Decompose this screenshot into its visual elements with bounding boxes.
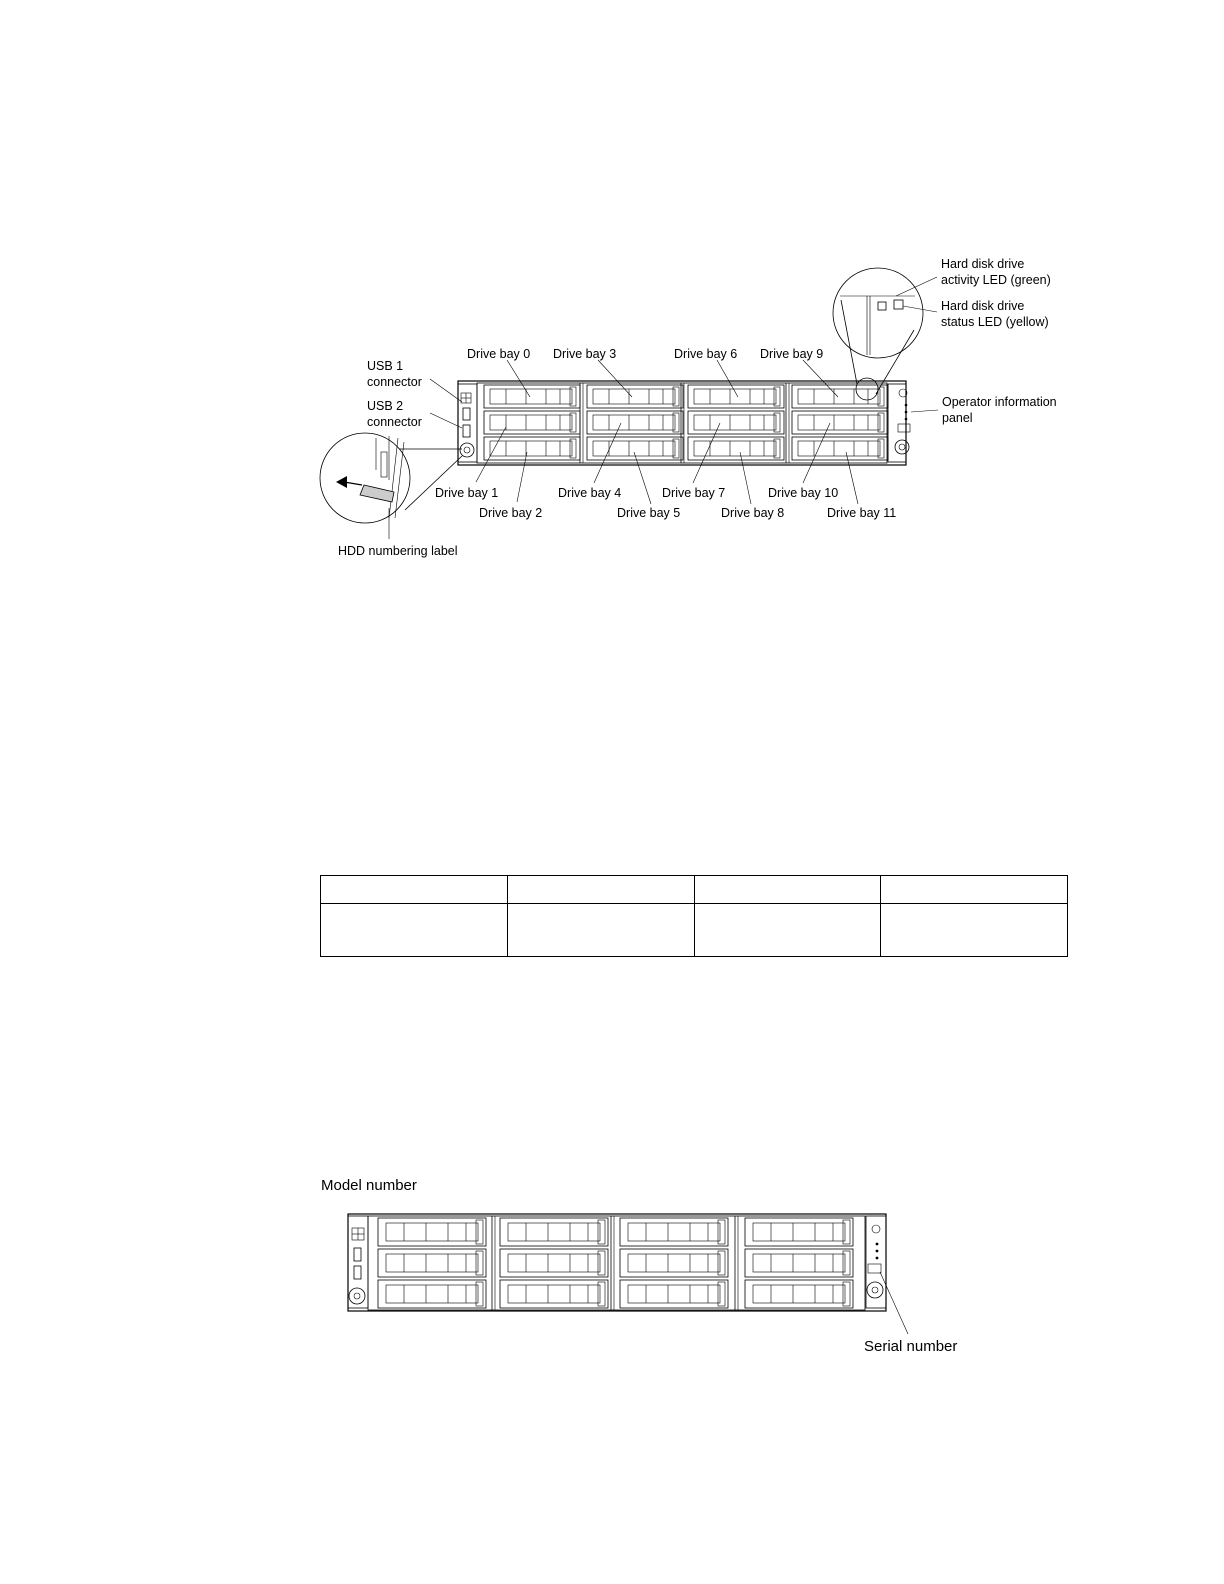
drive-bay-8 <box>687 436 785 461</box>
operator-panel-label-line2: panel <box>942 411 973 425</box>
drive-bay-10-label: Drive bay 10 <box>768 486 838 500</box>
hdd-numbering-label-shape <box>359 484 395 503</box>
hdd-activity-led <box>877 301 887 311</box>
usb-1-label-line2: connector <box>367 375 422 389</box>
pull-arrow-icon <box>336 476 347 488</box>
empty-table <box>320 875 1068 957</box>
drive-bay-11 <box>791 436 889 461</box>
right-rack-ear-2 <box>865 1215 887 1309</box>
hdd-numbering-label-text: HDD numbering label <box>338 544 458 558</box>
server-chassis-2 <box>347 1213 887 1312</box>
table-cell <box>880 903 1068 957</box>
usb-2-port <box>462 424 471 438</box>
drive-bay-3 <box>586 384 684 409</box>
table-cell <box>320 903 508 957</box>
hdd-status-led-label-line1: Hard disk drive <box>941 299 1024 313</box>
table-row <box>320 875 1068 904</box>
left-rack-ear-2 <box>347 1215 369 1309</box>
serial-number-tag <box>867 1263 882 1274</box>
operator-panel-label-line1: Operator information <box>942 395 1057 409</box>
hdd-activity-led-label-line1: Hard disk drive <box>941 257 1024 271</box>
led-zoom-source-circle <box>855 377 879 401</box>
left-rack-ear <box>457 383 478 463</box>
right-thumbscrew <box>894 439 910 455</box>
drive-bay-7 <box>687 410 785 435</box>
drive-bay-0 <box>483 384 581 409</box>
drive-bay-0-label: Drive bay 0 <box>467 347 530 361</box>
table-cell <box>693 875 882 904</box>
drive-bay-4 <box>586 410 684 435</box>
table-cell <box>320 875 508 904</box>
serial-number-label: Serial number <box>864 1338 957 1355</box>
drive-bay-7-label: Drive bay 7 <box>662 486 725 500</box>
table-cell <box>506 903 695 957</box>
hdd-label-magnifier <box>319 432 411 524</box>
led-zoom-magnifier <box>832 267 924 359</box>
drive-bay-3-label: Drive bay 3 <box>553 347 616 361</box>
drive-bay-9-label: Drive bay 9 <box>760 347 823 361</box>
drive-bay-4-label: Drive bay 4 <box>558 486 621 500</box>
drive-bay-1 <box>483 410 581 435</box>
usb-1-port <box>462 407 471 421</box>
table-cell <box>693 903 882 957</box>
figure1-leader-lines <box>388 276 939 539</box>
hdd-status-led <box>893 299 904 310</box>
table-cell <box>880 875 1068 904</box>
usb-1-label-line1: USB 1 <box>367 359 403 373</box>
model-number-label: Model number <box>321 1177 417 1194</box>
drive-bay-5-label: Drive bay 5 <box>617 506 680 520</box>
drive-bay-9 <box>791 384 889 409</box>
drive-bay-5 <box>586 436 684 461</box>
usb-2-label-line2: connector <box>367 415 422 429</box>
right-rack-ear <box>887 383 907 463</box>
server-model-serial-figure: Model number Serial number <box>321 1177 957 1355</box>
drive-bay-6 <box>687 384 785 409</box>
server-chassis <box>457 380 907 466</box>
usb-2-label-line1: USB 2 <box>367 399 403 413</box>
drive-cage-2 <box>367 1215 866 1311</box>
drive-bay-1-label: Drive bay 1 <box>435 486 498 500</box>
drive-bay-11-label: Drive bay 11 <box>827 506 896 520</box>
hdd-status-led-label-line2: status LED (yellow) <box>941 315 1049 329</box>
server-front-view-figure: Hard disk drive activity LED (green) Har… <box>319 257 1057 558</box>
drive-bay-2-label: Drive bay 2 <box>479 506 542 520</box>
drive-bay-10 <box>791 410 889 435</box>
drive-bay-8-label: Drive bay 8 <box>721 506 784 520</box>
drive-bay-6-label: Drive bay 6 <box>674 347 737 361</box>
hdd-activity-led-label-line2: activity LED (green) <box>941 273 1051 287</box>
table-cell <box>506 875 695 904</box>
table-row <box>320 903 1068 957</box>
left-thumbscrew <box>459 442 475 458</box>
drive-cage <box>476 382 888 464</box>
